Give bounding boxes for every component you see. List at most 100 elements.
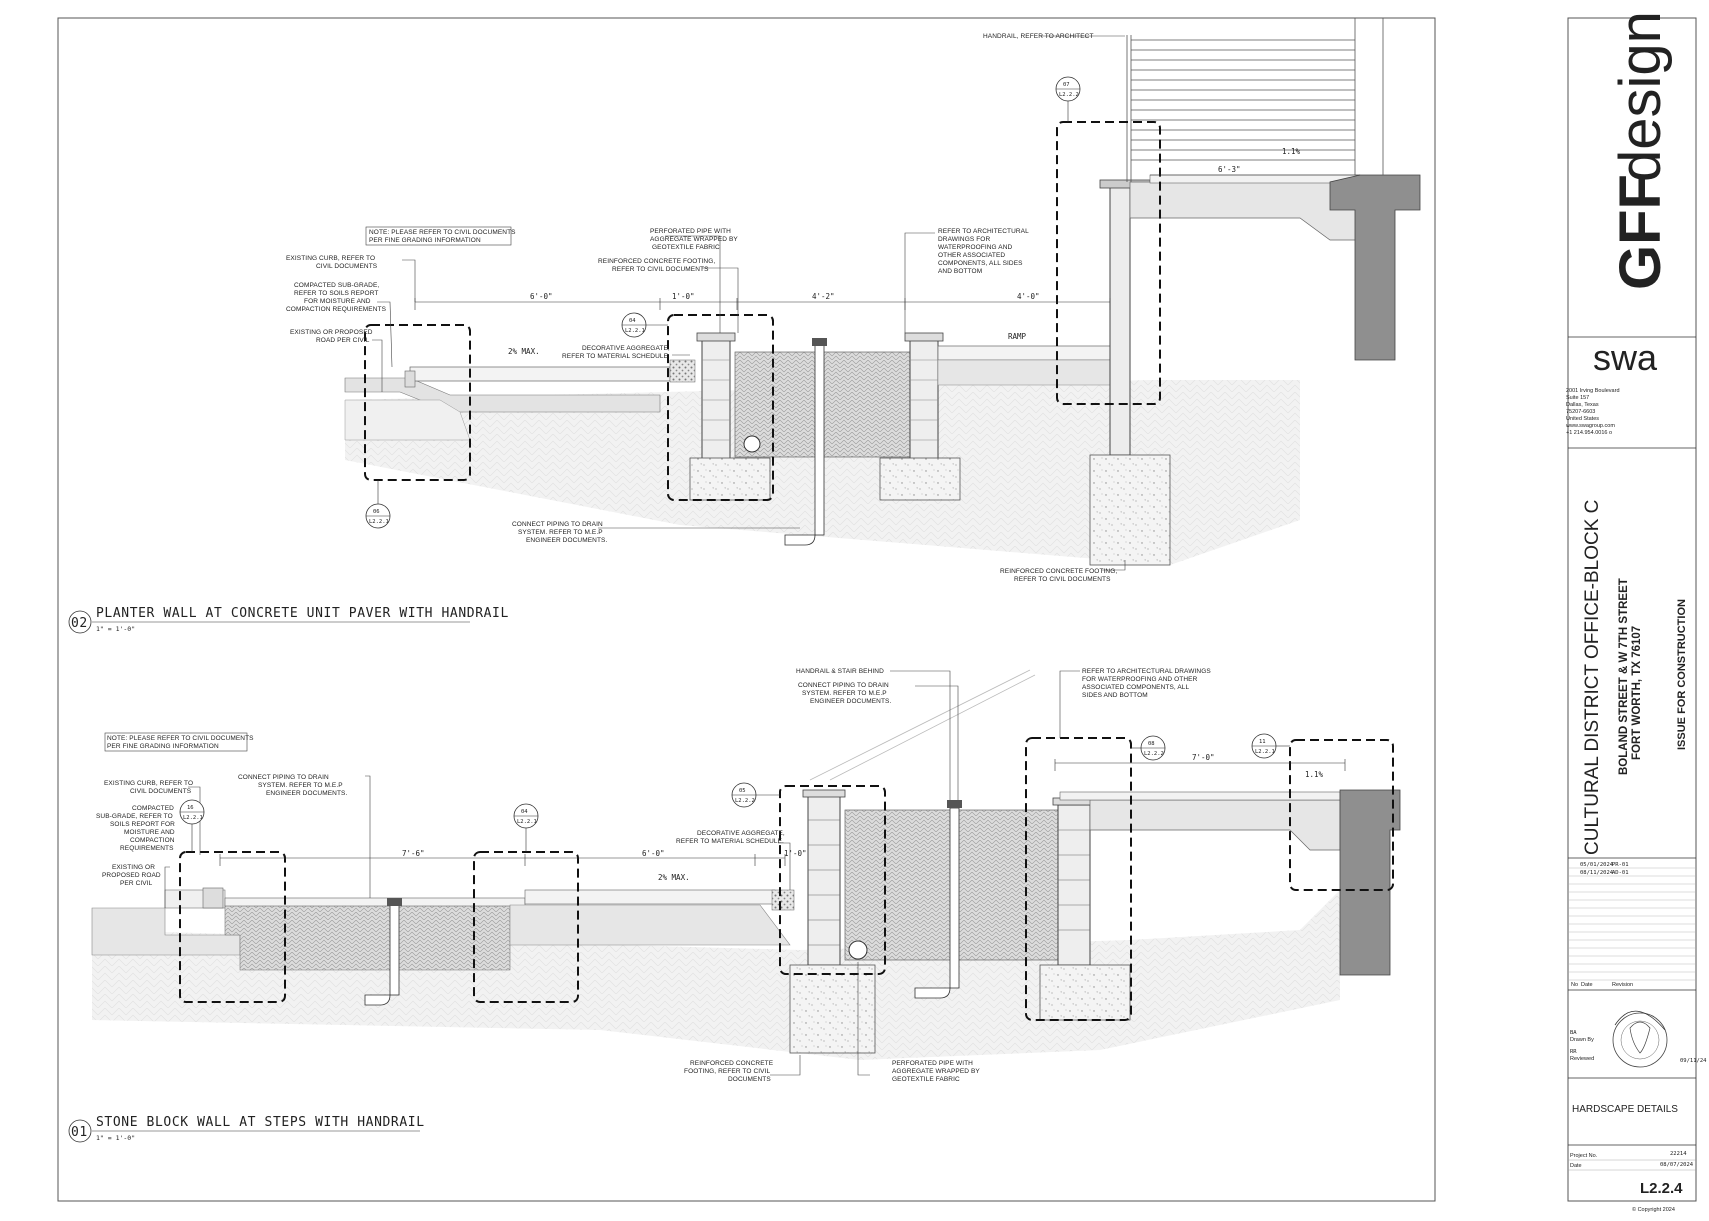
rev-header-date: Date: [1581, 982, 1593, 988]
detail-02-slope-1: 2% MAX.: [508, 347, 540, 356]
note01-curb-2: CIVIL DOCUMENTS: [130, 788, 192, 795]
detail-02-building-column: [1329, 174, 1421, 361]
detail-01-upper-slab: [1089, 799, 1341, 851]
detail-02-dim-1: 6'-0": [530, 292, 553, 301]
svg-text:www.swagroup.com: www.swagroup.com: [1565, 423, 1615, 429]
note-perf-pipe-3: GEOTEXTILE FABRIC: [652, 244, 720, 251]
svg-text:L2.2.1: L2.2.1: [1255, 749, 1275, 755]
note01-road-2: PROPOSED ROAD: [102, 872, 161, 879]
detail-02-callout-04[interactable]: 04 L2.2.1: [621, 312, 668, 338]
detail-01-scale: 1" = 1'-0": [96, 1134, 135, 1142]
detail-01-stone-wall-left: [807, 794, 841, 966]
date-label: Date: [1570, 1163, 1582, 1169]
project-address-2: FORT WORTH, TX 76107: [1631, 626, 1643, 760]
note01-civil-1: NOTE: PLEASE REFER TO CIVIL DOCUMENTS: [107, 735, 254, 742]
svg-text:11: 11: [1259, 739, 1266, 745]
note-drain-3: ENGINEER DOCUMENTS.: [526, 537, 607, 544]
detail-01-callout-11[interactable]: 11 L2.2.1: [1251, 733, 1290, 759]
note-arch-6: AND BOTTOM: [938, 268, 982, 275]
rev-1-date: 05/01/2024: [1580, 862, 1614, 868]
note01-road-1: EXISTING OR: [112, 864, 155, 871]
note-arch-4: OTHER ASSOCIATED: [938, 252, 1005, 259]
detail-01: 7'-6" 6'-0" 1'-0" 7'-0" 2% MAX. 1.1% NOT…: [68, 668, 1401, 1143]
detail-01-dim-4: 7'-0": [1192, 753, 1215, 762]
note01-subgrade-2: SUB-GRADE, REFER TO: [96, 813, 173, 820]
detail-01-slope-2: 1.1%: [1305, 770, 1324, 779]
svg-text:design: design: [1608, 11, 1673, 182]
detail-02-drain-pipe: [814, 344, 825, 536]
note01-subgrade-3: SOILS REPORT FOR: [110, 821, 175, 828]
detail-01-dim-2: 6'-0": [642, 849, 665, 858]
note01-drain-left-1: CONNECT PIPING TO DRAIN: [238, 774, 329, 781]
note01-perf-pipe-3: GEOTEXTILE FABRIC: [892, 1076, 960, 1083]
svg-text:L2.2.1: L2.2.1: [183, 815, 203, 821]
sheet-title: HARDSCAPE DETAILS: [1572, 1104, 1678, 1115]
note-civil-1: NOTE: PLEASE REFER TO CIVIL DOCUMENTS: [369, 229, 516, 236]
svg-text:Suite 157: Suite 157: [1566, 395, 1589, 401]
svg-text:GFF: GFF: [1608, 174, 1673, 290]
sheet-border: [57, 17, 1436, 1202]
note-aggregate-2: REFER TO MATERIAL SCHEDULE: [562, 353, 669, 360]
detail-01-handrail: [809, 669, 1036, 781]
detail-01-callout-05[interactable]: 05 L2.2.2: [731, 782, 780, 808]
note01-arch-4: SIDES AND BOTTOM: [1082, 692, 1148, 699]
note01-subgrade-4: MOISTURE AND: [124, 829, 175, 836]
note-civil-2: PER FINE GRADING INFORMATION: [369, 237, 481, 244]
date-value: 08/07/2024: [1660, 1162, 1694, 1168]
gff-logo: GFF design: [1608, 11, 1673, 290]
svg-text:05: 05: [739, 788, 746, 794]
project-name: CULTURAL DISTRICT OFFICE-BLOCK C: [1582, 500, 1603, 855]
issue-status: ISSUE FOR CONSTRUCTION: [1676, 599, 1688, 750]
note-road-1: EXISTING OR PROPOSED: [290, 329, 373, 336]
note-curb-1: EXISTING CURB, REFER TO: [286, 255, 375, 262]
detail-02-scale: 1" = 1'-0": [96, 625, 135, 633]
detail-01-step-2: [524, 889, 776, 905]
detail-02-callout-06[interactable]: 06 L2.2.1: [365, 480, 391, 529]
detail-02-tall-wall: [1109, 184, 1131, 456]
detail-01-dimension-line: [219, 759, 1346, 866]
svg-text:Dallas, Texas: Dallas, Texas: [1566, 402, 1599, 408]
detail-01-callout-16[interactable]: 16 L2.2.1: [179, 799, 205, 852]
project-no-label: Project No.: [1570, 1153, 1598, 1159]
swa-logo: swa: [1593, 337, 1658, 378]
note01-drain-mid-2: SYSTEM. REFER TO M.E.P: [802, 690, 887, 697]
note01-arch-3: ASSOCIATED COMPONENTS, ALL: [1082, 684, 1190, 691]
note01-aggregate-2: REFER TO MATERIAL SCHEDULE.: [676, 838, 784, 845]
note-subgrade-2: REFER TO SOILS REPORT: [294, 290, 378, 297]
detail-01-number-bubble: [68, 1119, 92, 1143]
detail-01-callout-08[interactable]: 08 L2.2.2: [1131, 735, 1166, 761]
detail-01-leaders: [164, 670, 1080, 1076]
note01-drain-mid-3: ENGINEER DOCUMENTS.: [810, 698, 891, 705]
svg-text:L2.2.2: L2.2.2: [1144, 751, 1164, 757]
project-no: 22214: [1670, 1151, 1687, 1157]
note01-arch-1: REFER TO ARCHITECTURAL DRAWINGS: [1082, 668, 1211, 675]
detail-02-enlargement-boxes: [364, 121, 1161, 501]
detail-01-callout-04[interactable]: 04 L2.2.1: [513, 803, 539, 852]
svg-text:16: 16: [187, 805, 194, 811]
note-handrail-architect: HANDRAIL, REFER TO ARCHITECT: [983, 33, 1094, 40]
note-subgrade-3: FOR MOISTURE AND: [304, 298, 371, 305]
note-arch-1: REFER TO ARCHITECTURAL: [938, 228, 1029, 235]
detail-01-perforated-pipe: [848, 940, 868, 960]
note-aggregate-1: DECORATIVE AGGREGATE,: [582, 345, 670, 352]
note01-subgrade-6: REQUIREMENTS: [120, 845, 174, 852]
note-footing-1: REINFORCED CONCRETE FOOTING,: [598, 258, 715, 265]
svg-text:L2.2.1: L2.2.1: [625, 328, 645, 334]
title-block: GFF design swa 2001 Irving Boulevard Sui…: [1565, 11, 1707, 1213]
detail-02-callout-07[interactable]: 07 L2.2.2: [1055, 76, 1081, 122]
detail-02-ramp-slab: [937, 345, 1114, 361]
svg-text:04: 04: [521, 809, 528, 815]
rev-header-revision: Revision: [1612, 982, 1633, 988]
detail-02-road: [344, 377, 661, 413]
note-subgrade-1: COMPACTED SUB-GRADE,: [294, 282, 379, 289]
detail-02-dim-2: 1'-0": [672, 292, 695, 301]
note-perf-pipe-2: AGGREGATE WRAPPED BY: [650, 236, 738, 243]
detail-02-aggregate: [669, 359, 696, 383]
detail-02-upper-slab: [1129, 181, 1361, 241]
detail-02-slope-2: 1.1%: [1282, 147, 1301, 156]
note01-drain-mid-1: CONNECT PIPING TO DRAIN: [798, 682, 889, 689]
svg-text:04: 04: [629, 318, 636, 324]
note01-drain-left-2: SYSTEM. REFER TO M.E.P: [258, 782, 343, 789]
detail-01-building-column: [1339, 789, 1401, 976]
drawn-by-initials: BA: [1570, 1030, 1577, 1036]
